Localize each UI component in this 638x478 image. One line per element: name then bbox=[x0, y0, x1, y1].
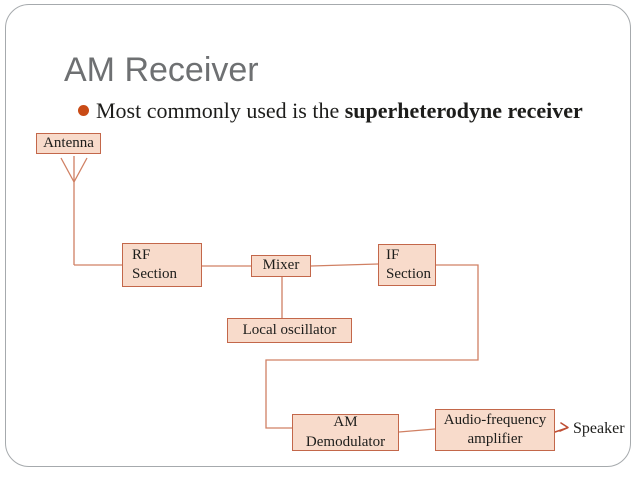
block-am-demodulator: AM Demodulator bbox=[292, 414, 399, 451]
bullet-item: Most commonly used is the superheterodyn… bbox=[78, 98, 626, 124]
block-label: AM bbox=[333, 414, 358, 431]
block-label: IF bbox=[386, 246, 400, 263]
block-mixer: Mixer bbox=[251, 255, 311, 277]
page-title: AM Receiver bbox=[64, 51, 259, 89]
block-label: Audio-frequency bbox=[443, 411, 547, 428]
block-label: Antenna bbox=[43, 134, 94, 151]
block-if-section: IF Section bbox=[378, 244, 436, 286]
block-label: amplifier bbox=[467, 431, 523, 447]
block-label: Local oscillator bbox=[242, 321, 337, 338]
block-label: Section bbox=[386, 266, 431, 282]
speaker-label: Speaker bbox=[573, 420, 625, 437]
block-label: Demodulator bbox=[305, 433, 386, 450]
bullet-icon bbox=[78, 105, 89, 116]
block-label: Section bbox=[132, 266, 177, 282]
block-local-oscillator: Local oscillator bbox=[227, 318, 352, 343]
block-label: Mixer bbox=[262, 257, 300, 274]
block-rf-section: RF Section bbox=[122, 243, 202, 287]
bullet-text-bold: superheterodyne receiver bbox=[344, 98, 583, 123]
block-audio-amplifier: Audio-frequency amplifier bbox=[435, 409, 555, 451]
block-antenna: Antenna bbox=[36, 133, 101, 154]
bullet-text: Most commonly used is the bbox=[96, 98, 345, 123]
block-label: RF bbox=[132, 246, 151, 263]
